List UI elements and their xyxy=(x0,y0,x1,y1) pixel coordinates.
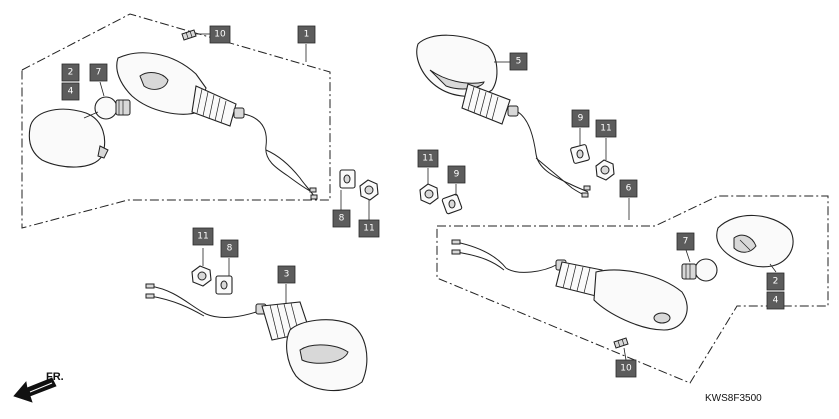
washer-nut-upper-right xyxy=(570,144,615,181)
callout-part-2-upper: 2 xyxy=(61,63,80,82)
callout-part-9-upper-right: 9 xyxy=(571,109,590,128)
assembly-outline-1 xyxy=(21,13,331,229)
winker-lower-left xyxy=(145,283,368,392)
front-direction-indicator: FR. xyxy=(13,371,64,403)
callout-label: 9 xyxy=(454,170,460,180)
callout-part-11-upper-right: 11 xyxy=(595,119,617,138)
callout-label: 11 xyxy=(600,124,611,134)
callout-label: 10 xyxy=(620,364,632,374)
direction-label: FR. xyxy=(46,371,64,383)
callout-part-9-middle: 9 xyxy=(447,165,466,184)
callout-label: 7 xyxy=(683,237,689,247)
housing-lower-right xyxy=(593,269,688,331)
callout-label: 9 xyxy=(578,114,584,124)
callout-part-5: 5 xyxy=(509,52,528,71)
callout-part-11-lower-left: 11 xyxy=(192,227,214,246)
callout-label: 2 xyxy=(773,277,779,287)
callout-part-7-upper: 7 xyxy=(89,63,108,82)
callout-label: 4 xyxy=(773,296,779,306)
callout-part-1: 1 xyxy=(297,25,316,44)
callout-label: 7 xyxy=(96,68,102,78)
winker-assembly-lower-right xyxy=(451,214,794,331)
callout-label: 10 xyxy=(214,30,226,40)
diagram-code: KWS8F3500 xyxy=(705,393,762,404)
winker-upper-right xyxy=(416,34,591,198)
callout-part-4-upper: 4 xyxy=(61,82,80,101)
callout-label: 2 xyxy=(68,68,74,78)
screw-upper xyxy=(181,29,197,41)
lens-upper-left xyxy=(28,108,106,168)
callout-label: 6 xyxy=(626,184,632,194)
callout-label: 11 xyxy=(363,224,374,234)
bulb-upper-left xyxy=(94,96,118,120)
housing-upper-right xyxy=(416,34,498,97)
callout-part-11-center: 11 xyxy=(358,219,380,238)
screw-lower xyxy=(613,337,629,349)
washer-nut-center xyxy=(339,169,379,201)
callout-part-3: 3 xyxy=(277,265,296,284)
leader-lines xyxy=(83,33,777,361)
winker-assembly-upper-left xyxy=(28,52,318,200)
callout-part-4-lower: 4 xyxy=(766,291,785,310)
callout-part-2-lower: 2 xyxy=(766,272,785,291)
washer-nut-lower-left xyxy=(191,265,233,295)
callout-part-10-lower: 10 xyxy=(615,359,637,378)
callout-part-6: 6 xyxy=(619,179,638,198)
washer-nut-middle xyxy=(419,183,463,215)
callout-label: 3 xyxy=(284,270,290,280)
bulb-lower-right xyxy=(694,258,718,282)
callout-label: 1 xyxy=(304,30,310,40)
callout-part-8-center: 8 xyxy=(332,209,351,228)
callout-label: 11 xyxy=(197,232,208,242)
callout-part-8-lower-left: 8 xyxy=(220,239,239,258)
callout-label: 8 xyxy=(339,214,345,224)
callout-part-10-upper: 10 xyxy=(209,25,231,44)
callout-part-11-middle: 11 xyxy=(417,149,439,168)
callout-part-7-lower: 7 xyxy=(676,232,695,251)
callout-label: 8 xyxy=(227,244,233,254)
callout-label: 5 xyxy=(516,57,522,67)
assembly-outline-6 xyxy=(436,195,829,384)
callout-label: 4 xyxy=(68,87,74,97)
lens-lower-right xyxy=(716,214,794,268)
callout-label: 11 xyxy=(422,154,433,164)
